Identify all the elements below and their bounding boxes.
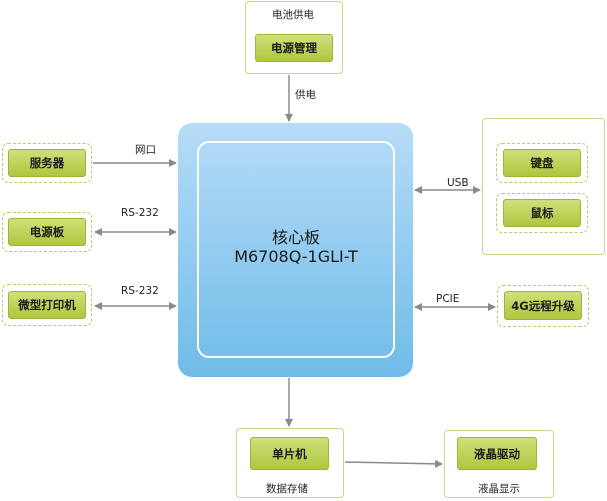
core-board-title: 核心板 [271, 228, 320, 247]
pcie-label: PCIE [436, 293, 460, 305]
mcu-box[interactable]: 单片机 [250, 437, 329, 470]
power-board-box[interactable]: 电源板 [8, 218, 86, 246]
battery-power-label: 电池供电 [272, 9, 314, 21]
micro-printer-box[interactable]: 微型打印机 [8, 291, 86, 319]
rs232-label-2: RS-232 [121, 285, 159, 297]
core-board-model: M6708Q-1GLI-T [234, 247, 358, 266]
rs232-label-1: RS-232 [121, 207, 159, 219]
core-board-inner-frame [197, 141, 395, 358]
power-management-box[interactable]: 电源管理 [255, 34, 333, 62]
network-port-label: 网口 [135, 144, 156, 156]
lcd-display-label: 液晶显示 [478, 483, 520, 495]
4g-remote-upgrade-box[interactable]: 4G远程升级 [504, 291, 582, 320]
keyboard-box[interactable]: 键盘 [503, 149, 581, 177]
power-supply-link-label: 供电 [295, 89, 316, 101]
lcd-driver-box[interactable]: 液晶驱动 [457, 437, 537, 470]
core-board-label: 核心板 M6708Q-1GLI-T [197, 228, 395, 266]
core-board[interactable] [178, 123, 413, 377]
data-storage-label: 数据存储 [266, 483, 308, 495]
arrow-mcu-to-lcd [344, 459, 443, 468]
server-box[interactable]: 服务器 [8, 149, 86, 177]
mouse-box[interactable]: 鼠标 [503, 199, 581, 227]
